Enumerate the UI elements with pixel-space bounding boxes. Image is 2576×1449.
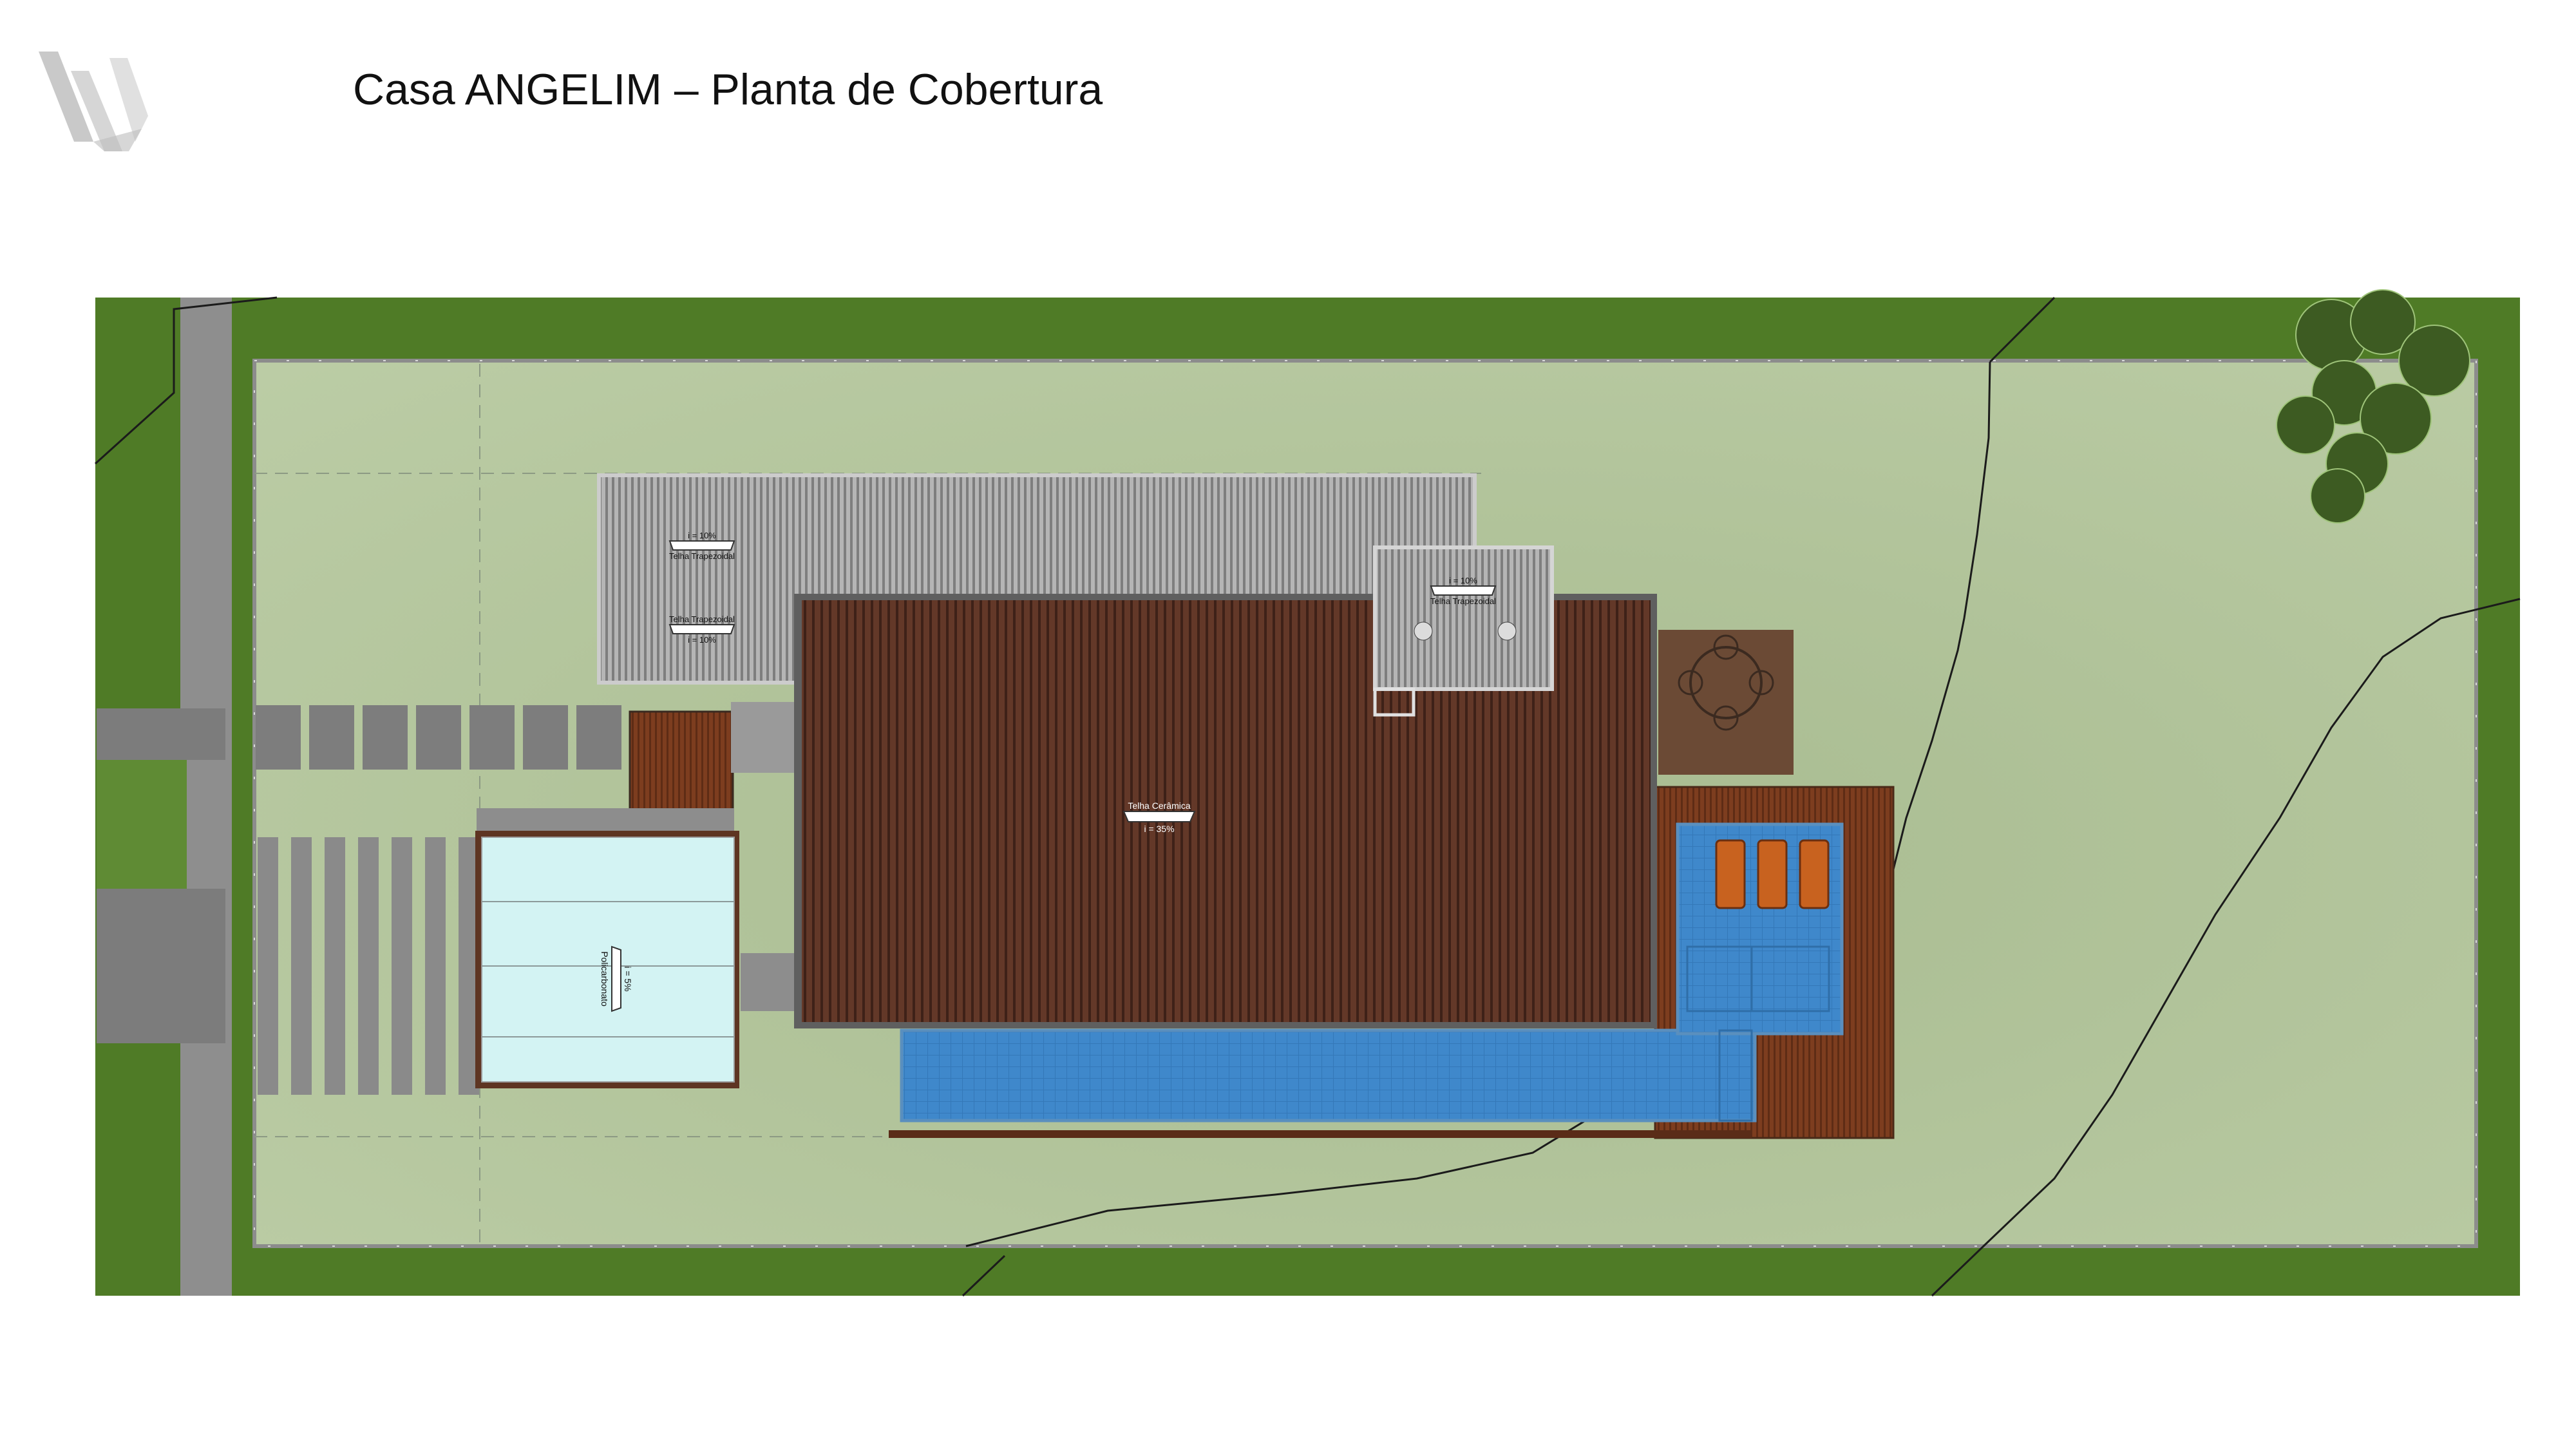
- paver-stones: [256, 705, 621, 770]
- road: [180, 298, 232, 1296]
- main-roof-label-1: Telha Cerâmica: [1128, 800, 1190, 811]
- lap-pool: [900, 1028, 1757, 1122]
- small-metal-roof: [1373, 545, 1554, 691]
- entry-deck: [629, 710, 734, 811]
- small-roof-label-2: Telha Trapezoidal: [1430, 596, 1496, 606]
- sun-loungers: [1715, 839, 1830, 909]
- metal-roof-lower-label-1: Telha Trapezoidal: [669, 614, 735, 624]
- garage-roof-label-2: Policarbonato: [600, 951, 610, 1007]
- garage-roof-label-1: i = 5%: [623, 966, 633, 991]
- metal-roof-upper-label-1: i = 10%: [688, 531, 716, 540]
- firepit-patio: [1658, 630, 1794, 775]
- page-title: Casa ANGELIM – Planta de Cobertura: [353, 65, 1103, 114]
- logo-icon: [39, 52, 148, 151]
- firepit: [1689, 646, 1763, 719]
- metal-roof-upper-label-2: Telha Trapezoidal: [669, 551, 735, 561]
- metal-roof-lower-label-2: i = 10%: [688, 635, 716, 645]
- tree-cluster: [2276, 289, 2470, 524]
- main-roof-label-2: i = 35%: [1144, 824, 1174, 834]
- small-roof-label-1: i = 10%: [1449, 576, 1477, 585]
